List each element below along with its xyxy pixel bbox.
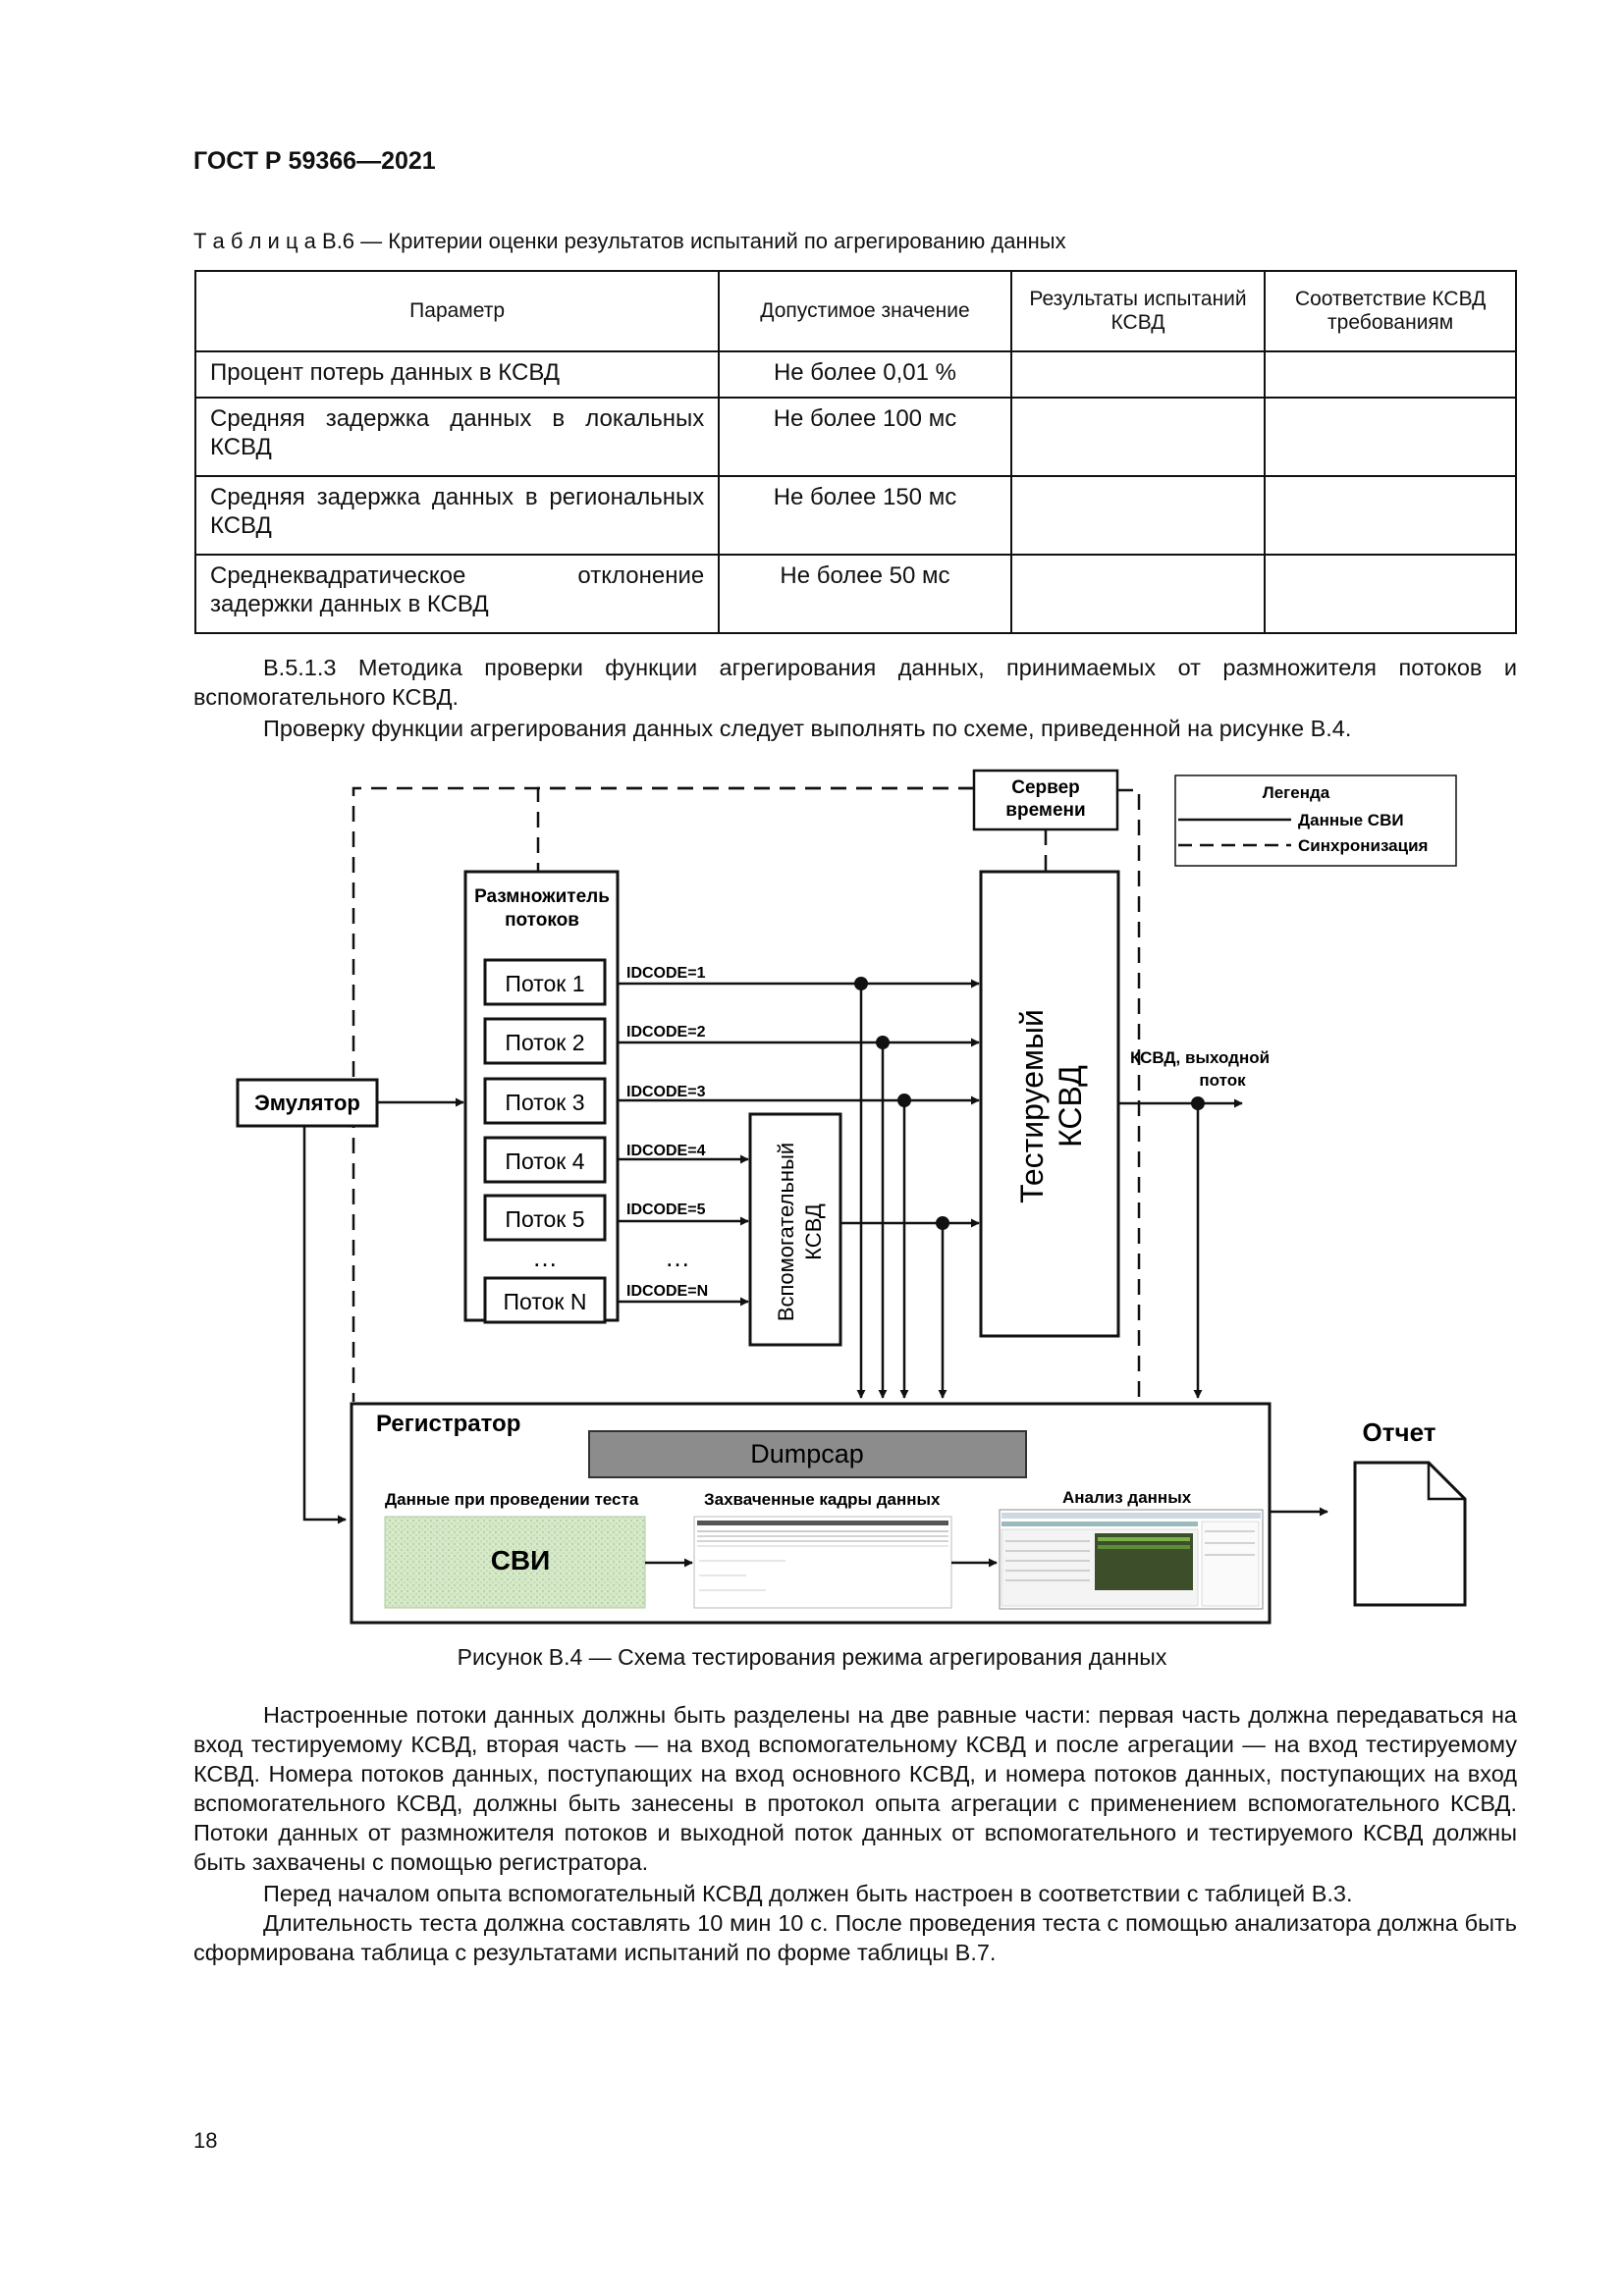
stream-label: Поток 4 <box>505 1148 584 1174</box>
column-header: Соответствие КСВД требованиям <box>1264 270 1517 352</box>
sync-lines <box>352 786 1141 1402</box>
page-number: 18 <box>193 2128 218 2153</box>
report-corner-fold <box>1427 1463 1465 1501</box>
stream-label: Поток N <box>504 1289 587 1314</box>
svi-data-image <box>384 1516 646 1609</box>
report-document-icon <box>1353 1461 1467 1607</box>
idcode-labels: IDCODE=1 IDCODE=2 IDCODE=3 IDCODE=4 IDCO… <box>626 965 708 1300</box>
paragraph-text: Настроенные потоки данных должны быть ра… <box>193 1702 1517 1875</box>
table-row: Процент потерь данных в КСВД Не более 0,… <box>193 350 1517 399</box>
table-cell <box>1009 475 1267 556</box>
paragraph-text: Длительность теста должна составлять 10 … <box>193 1910 1517 1965</box>
idcode-label: IDCODE=5 <box>626 1201 706 1218</box>
table-cell: Средняя задержка данных в региональных К… <box>193 475 721 556</box>
column-header: Результаты испытаний КСВД <box>1009 270 1267 352</box>
table-row: Среднеквадратическое отклонение задержки… <box>193 554 1517 634</box>
column-header: Допустимое значение <box>718 270 1012 352</box>
paragraph: Длительность теста должна составлять 10 … <box>193 1908 1517 1967</box>
test-scheme-diagram: Сервер времени Легенда Данные СВИ Синхро… <box>236 769 1467 1625</box>
analysis-screenshot-thumbnail <box>999 1509 1264 1610</box>
table-caption: Т а б л и ц а В.6 — Критерии оценки резу… <box>193 229 1066 253</box>
tested-ksvd-label: Тестируемый <box>1014 1009 1050 1203</box>
document-header: ГОСТ Р 59366—2021 <box>193 147 436 175</box>
table-cell: Не более 150 мс <box>718 475 1012 556</box>
junction-dots <box>854 977 1205 1230</box>
idcode-label: IDCODE=3 <box>626 1084 706 1100</box>
stream-label: Поток 2 <box>505 1030 584 1055</box>
tested-ksvd-box <box>979 870 1120 1338</box>
idcode-label: IDCODE=2 <box>626 1024 706 1041</box>
captured-frames-thumbnail <box>693 1516 952 1609</box>
emulator-label: Эмулятор <box>254 1091 360 1115</box>
legend-data-label: Данные СВИ <box>1298 811 1404 829</box>
paragraph: Проверку функции агрегирования данных сл… <box>193 714 1517 743</box>
table-cell: Процент потерь данных в КСВД <box>193 350 721 399</box>
time-server-label: времени <box>1005 800 1085 821</box>
aux-ksvd-box <box>748 1112 842 1347</box>
paragraph-text: Проверку функции агрегирования данных сл… <box>263 716 1352 741</box>
report-label: Отчет <box>1363 1417 1436 1447</box>
aux-ksvd-label: Вспомогательный <box>774 1143 798 1321</box>
stream-splitter-label: потоков <box>505 910 579 931</box>
data-analysis-label: Анализ данных <box>1062 1488 1192 1507</box>
tested-ksvd-label: КСВД <box>1053 1065 1088 1148</box>
dumpcap-bar <box>588 1430 1027 1478</box>
table-cell: Средняя задержка данных в локальных КСВД <box>193 397 721 477</box>
table-cell <box>1264 475 1517 556</box>
table-cell <box>1009 554 1267 634</box>
paragraph-text: Перед началом опыта вспомогательный КСВД… <box>263 1881 1353 1906</box>
dumpcap-label: Dumpcap <box>750 1439 864 1468</box>
legend-title: Легенда <box>1263 783 1330 802</box>
emulator-to-registrar-line <box>302 1126 347 1524</box>
table-cell: Среднеквадратическое отклонение задержки… <box>193 554 721 634</box>
time-server-label: Сервер <box>1011 777 1080 798</box>
time-server-box <box>972 769 1119 831</box>
paragraph: Настроенные потоки данных должны быть ра… <box>193 1700 1517 1877</box>
table-cell <box>1264 350 1517 399</box>
paragraph-text: В.5.1.3 Методика проверки функции агреги… <box>193 655 1517 710</box>
table-cell <box>1264 554 1517 634</box>
table-cell <box>1009 397 1267 477</box>
idcode-label: IDCODE=4 <box>626 1143 706 1159</box>
stream-label: Поток 5 <box>505 1206 584 1232</box>
aux-ksvd-label: КСВД <box>801 1203 826 1260</box>
table-cell: Не более 0,01 % <box>718 350 1012 399</box>
legend-sync-label: Синхронизация <box>1298 836 1428 855</box>
svi-label: СВИ <box>491 1545 551 1575</box>
paragraph: Перед началом опыта вспомогательный КСВД… <box>193 1879 1517 1908</box>
captured-frames-label: Захваченные кадры данных <box>704 1490 941 1509</box>
paragraph: В.5.1.3 Методика проверки функции агреги… <box>193 653 1517 712</box>
idcode-label: IDCODE=N <box>626 1283 708 1300</box>
table-row: Средняя задержка данных в локальных КСВД… <box>193 397 1517 477</box>
table-cell <box>1009 350 1267 399</box>
table-header-row: Параметр Допустимое значение Результаты … <box>193 270 1517 352</box>
stream-label: Поток 1 <box>505 971 584 996</box>
stream-arrows <box>618 979 980 1307</box>
table-cell: Не более 100 мс <box>718 397 1012 477</box>
table-row: Средняя задержка данных в региональных К… <box>193 475 1517 556</box>
table-cell <box>1264 397 1517 477</box>
table-cell: Не более 50 мс <box>718 554 1012 634</box>
test-data-label: Данные при проведении теста <box>385 1490 639 1509</box>
output-label: КСВД, выходной <box>1130 1048 1270 1067</box>
stream-splitter-label: Размножитель <box>474 886 610 907</box>
registrar-taps <box>856 984 1203 1399</box>
stream-label: Поток 3 <box>505 1090 584 1115</box>
legend-box <box>1174 774 1457 867</box>
criteria-table: Параметр Допустимое значение Результаты … <box>193 270 1517 634</box>
stream-boxes <box>483 958 607 1324</box>
idcode-ellipsis: … <box>665 1243 690 1272</box>
registrar-label: Регистратор <box>376 1411 520 1437</box>
stream-ellipsis: … <box>532 1243 558 1272</box>
figure-caption: Рисунок В.4 — Схема тестирования режима … <box>457 1644 1167 1670</box>
column-header: Параметр <box>193 270 721 352</box>
output-label: поток <box>1199 1071 1246 1090</box>
idcode-label: IDCODE=1 <box>626 965 706 982</box>
